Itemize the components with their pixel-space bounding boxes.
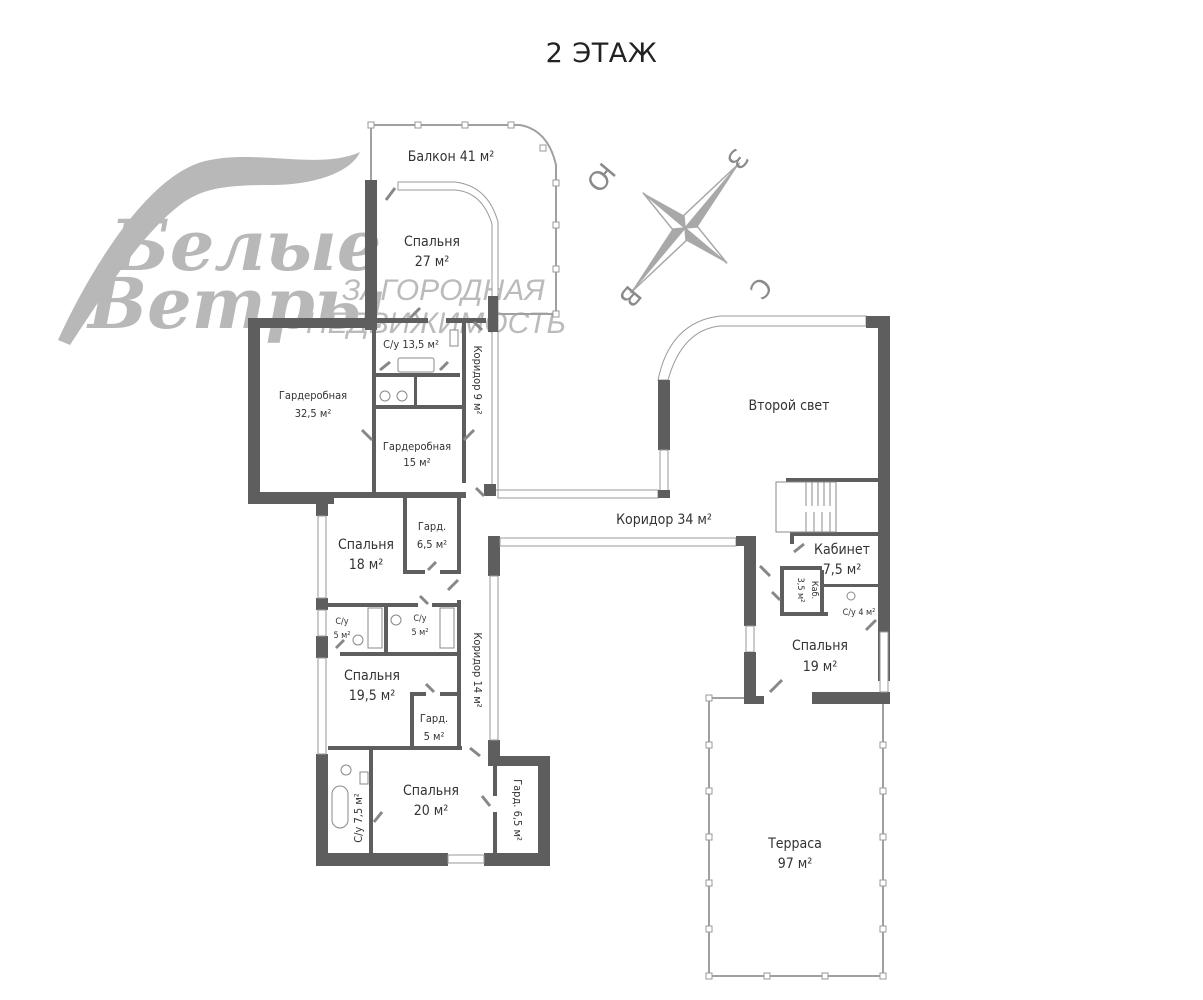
room-area-bedroom-20: 20 м²	[414, 803, 449, 819]
room-area-wardrobe-5: 5 м²	[424, 730, 445, 743]
room-label-bath-5a: С/у	[335, 617, 348, 627]
compass-west-label: З	[720, 142, 754, 174]
room-label-bedroom-27: Спальня	[404, 234, 460, 250]
walls-right-wing	[657, 315, 890, 704]
toilet-icon	[379, 390, 391, 402]
room-label-bedroom-18: Спальня	[338, 537, 394, 553]
room-label-bath-4: С/у 4 м²	[843, 608, 876, 618]
room-label-bath-5b: С/у	[413, 614, 426, 624]
room-label-corridor-9: Коридор 9 м²	[471, 346, 484, 415]
toilet-icon	[846, 591, 856, 601]
room-area-bedroom-18: 18 м²	[349, 557, 384, 573]
room-area-terrace: 97 м²	[778, 856, 813, 872]
toilet-icon	[396, 390, 408, 402]
room-area-bedroom-19-5: 19,5 м²	[349, 688, 396, 704]
room-label-wardrobe-15: Гардеробная	[383, 440, 451, 453]
room-area-bath-5a: 5 м²	[333, 631, 350, 641]
compass-east-label: В	[612, 279, 646, 312]
room-area-wardrobe-6-5a: 6,5 м²	[417, 538, 447, 551]
logo-swash	[58, 152, 360, 345]
compass-arm	[685, 162, 740, 228]
room-label-office-7-5: Кабинет	[814, 542, 870, 558]
room-label-bedroom-20: Спальня	[403, 783, 459, 799]
toilet-icon	[352, 634, 364, 646]
floor-title: 2 ЭТАЖ	[545, 38, 658, 69]
logo-script-line1: Белые	[108, 204, 381, 287]
bathtub-icon	[331, 785, 349, 829]
sink-icon	[449, 329, 459, 347]
compass-south-label: Ю	[580, 156, 621, 197]
room-label-wardrobe-5: Гард.	[420, 712, 448, 725]
room-area-office-7-5: 7,5 м²	[823, 562, 862, 578]
room-label-corridor-34: Коридор 34 м²	[616, 512, 712, 528]
toilet-icon	[390, 614, 402, 626]
room-area-bedroom-27: 27 м²	[415, 254, 450, 270]
terrace-railing	[705, 694, 887, 980]
sink-icon	[359, 771, 369, 785]
room-area-bedroom-19: 19 м²	[803, 659, 838, 675]
room-label-bath-13-5: С/у 13,5 м²	[383, 338, 439, 351]
bathtub-icon	[367, 607, 383, 649]
room-label-wardrobe-6-5b: Гард. 6,5 м²	[511, 779, 524, 841]
compass-north-label: С	[743, 271, 778, 304]
windows-left-wing	[317, 489, 737, 864]
bathtub-icon	[439, 607, 455, 649]
room-label-balcony: Балкон 41 м²	[408, 149, 495, 165]
room-area-bath-5b: 5 м²	[411, 628, 428, 638]
staircase	[775, 481, 837, 533]
bathtub-icon	[397, 357, 435, 373]
room-label-corridor-14: Коридор 14 м²	[471, 632, 484, 707]
room-label-office-3-5: Каб.	[809, 581, 820, 599]
room-label-wardrobe-32-5: Гардеробная	[279, 389, 347, 402]
doors	[334, 187, 878, 823]
compass-rose	[629, 162, 741, 294]
room-area-wardrobe-15: 15 м²	[403, 456, 430, 469]
room-label-wardrobe-6-5a: Гард.	[418, 520, 446, 533]
room-label-bath-7-5: С/у 7,5 м²	[352, 793, 365, 843]
room-label-bedroom-19-5: Спальня	[344, 668, 400, 684]
walls-left-wing	[248, 180, 550, 866]
room-area-office-3-5: 3,5 м²	[795, 578, 805, 603]
bathroom-fixtures	[331, 329, 856, 829]
room-label-second-light: Второй свет	[749, 398, 830, 414]
room-area-wardrobe-32-5: 32,5 м²	[295, 407, 332, 420]
room-label-bedroom-19: Спальня	[792, 638, 848, 654]
balcony-railing	[367, 121, 560, 318]
room-label-terrace: Терраса	[767, 836, 822, 852]
logo-script-line2: Ветры	[86, 262, 386, 345]
toilet-icon	[340, 764, 352, 776]
